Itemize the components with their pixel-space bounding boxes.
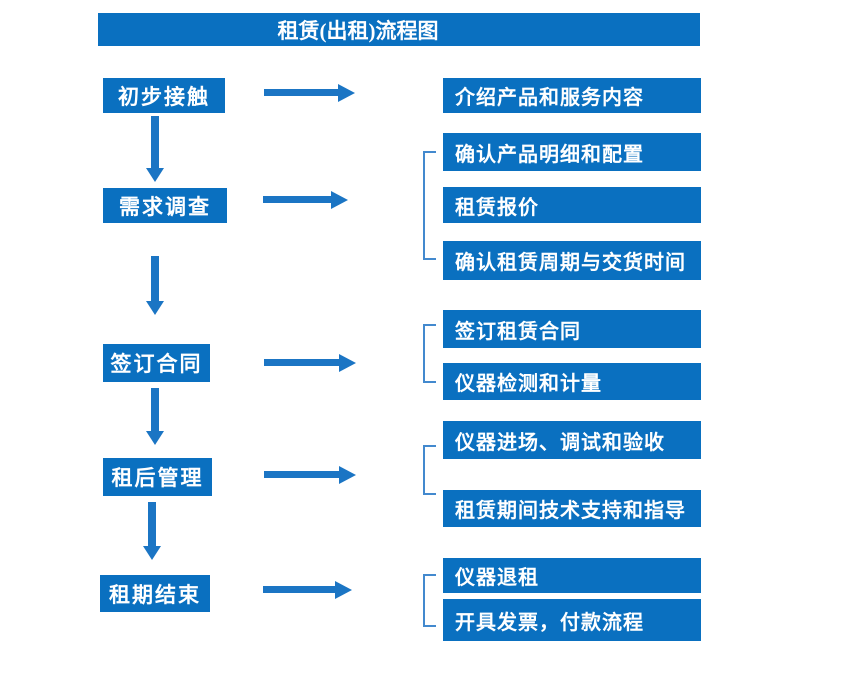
detail-box-introduce-products: 介绍产品和服务内容: [443, 78, 701, 113]
step-box-demand-survey: 需求调查: [103, 188, 227, 223]
detail-box-sign-rental-contract: 签订租赁合同: [443, 310, 701, 348]
right-arrow-icon: [263, 581, 352, 599]
step-box-initial-contact: 初步接触: [103, 78, 225, 113]
bracket-icon: [423, 445, 436, 495]
detail-box-confirm-product-config: 确认产品明细和配置: [443, 133, 701, 171]
step-box-sign-contract: 签订合同: [103, 344, 210, 382]
right-arrow-icon: [264, 354, 356, 372]
down-arrow-icon: [146, 256, 164, 315]
right-arrow-icon: [264, 466, 356, 484]
down-arrow-icon: [143, 502, 161, 560]
flowchart-title: 租赁(出租)流程图: [98, 13, 700, 46]
step-box-rental-end: 租期结束: [100, 575, 210, 612]
step-box-post-rental-management: 租后管理: [103, 458, 212, 496]
down-arrow-icon: [146, 116, 164, 182]
bracket-icon: [423, 324, 436, 383]
bracket-icon: [423, 151, 436, 260]
detail-box-instrument-return: 仪器退租: [443, 558, 701, 593]
detail-box-invoice-payment: 开具发票，付款流程: [443, 599, 701, 641]
right-arrow-icon: [263, 191, 348, 209]
detail-box-confirm-period-delivery: 确认租赁周期与交货时间: [443, 241, 701, 280]
detail-box-instrument-setup-acceptance: 仪器进场、调试和验收: [443, 421, 701, 459]
bracket-icon: [423, 574, 436, 627]
detail-box-instrument-testing: 仪器检测和计量: [443, 363, 701, 400]
detail-box-tech-support: 租赁期间技术支持和指导: [443, 490, 701, 527]
detail-box-rental-quote: 租赁报价: [443, 187, 701, 223]
down-arrow-icon: [146, 388, 164, 445]
right-arrow-icon: [264, 84, 355, 102]
